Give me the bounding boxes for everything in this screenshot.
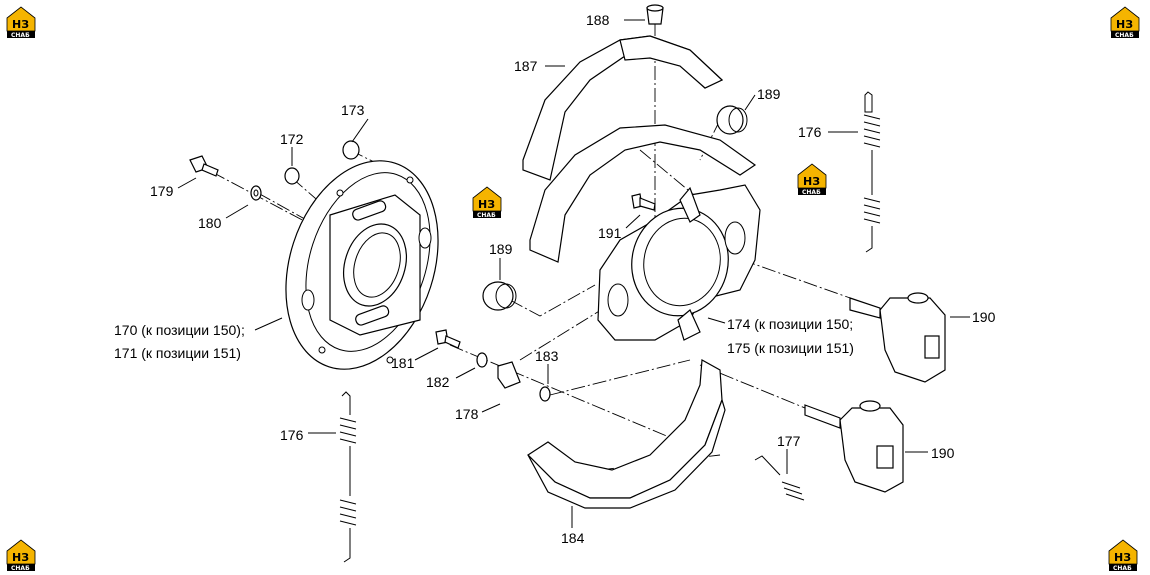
logo-bottom-left: НЗ СНАБ: [3, 536, 39, 572]
label-189-mid: 189: [489, 241, 513, 257]
washer-183: [539, 386, 551, 402]
svg-text:НЗ: НЗ: [1116, 18, 1133, 31]
logo-top-right: НЗ СНАБ: [1107, 3, 1143, 39]
wheel-cylinder-190-bottom: [804, 400, 904, 493]
adjuster-189-mid: [482, 281, 517, 311]
svg-text:НЗ: НЗ: [12, 551, 29, 564]
clip-178: [497, 361, 521, 389]
logo-mid-right: НЗ СНАБ: [794, 160, 830, 196]
svg-text:СНАБ: СНАБ: [1113, 565, 1132, 572]
upper-lining-187: [522, 35, 724, 181]
bolt-179: [189, 155, 219, 177]
label-174: 174 (к позиции 150;: [727, 316, 853, 332]
cap-188: [646, 4, 664, 25]
label-191: 191: [598, 225, 622, 241]
label-173: 173: [341, 102, 365, 118]
svg-text:СНАБ: СНАБ: [477, 212, 496, 219]
plug-172: [284, 167, 300, 185]
label-177: 177: [777, 433, 801, 449]
label-183: 183: [535, 348, 559, 364]
backing-plate: [285, 160, 439, 370]
label-182: 182: [426, 374, 450, 390]
washer-182: [476, 352, 488, 368]
svg-text:НЗ: НЗ: [803, 175, 820, 188]
label-190-top: 190: [972, 309, 996, 325]
label-175: 175 (к позиции 151): [727, 340, 854, 356]
bolt-181: [435, 329, 461, 349]
logo-bottom-right: НЗ СНАБ: [1105, 536, 1141, 572]
svg-text:НЗ: НЗ: [478, 198, 495, 211]
svg-text:СНАБ: СНАБ: [1115, 32, 1134, 39]
spring-177: [754, 455, 805, 501]
svg-text:СНАБ: СНАБ: [802, 189, 821, 196]
label-184: 184: [561, 530, 585, 546]
brake-support: [597, 184, 761, 341]
svg-text:СНАБ: СНАБ: [11, 565, 30, 572]
wheel-cylinder-190-top: [849, 292, 946, 383]
bolt-191: [631, 193, 656, 211]
label-170: 170 (к позиции 150);: [114, 322, 245, 338]
logo-top-left: НЗ СНАБ: [3, 3, 39, 39]
label-180: 180: [198, 215, 222, 231]
logo-mid-left: НЗ СНАБ: [469, 183, 505, 219]
leader-lines: [177, 19, 970, 528]
label-176-top: 176: [798, 124, 822, 140]
label-179: 179: [150, 183, 174, 199]
spring-176-bottom: [339, 391, 357, 563]
label-187: 187: [514, 58, 538, 74]
upper-shoe: [529, 124, 757, 263]
part-labels: 188 187 189 176 173 172 179 180 191 189 …: [114, 12, 996, 546]
label-176-bottom: 176: [280, 427, 304, 443]
spring-176-top: [863, 91, 881, 253]
label-190-bottom: 190: [931, 445, 955, 461]
svg-text:СНАБ: СНАБ: [11, 32, 30, 39]
svg-text:НЗ: НЗ: [1114, 551, 1131, 564]
svg-text:НЗ: НЗ: [12, 18, 29, 31]
label-189-top: 189: [757, 86, 781, 102]
label-171: 171 (к позиции 151): [114, 345, 241, 361]
label-181: 181: [391, 355, 415, 371]
adjuster-189-top: [716, 105, 748, 135]
label-188: 188: [586, 12, 610, 28]
label-178: 178: [455, 406, 479, 422]
washer-180: [250, 185, 262, 201]
plug-173: [342, 140, 360, 160]
label-172: 172: [280, 131, 304, 147]
lower-shoe-184: [527, 359, 726, 509]
